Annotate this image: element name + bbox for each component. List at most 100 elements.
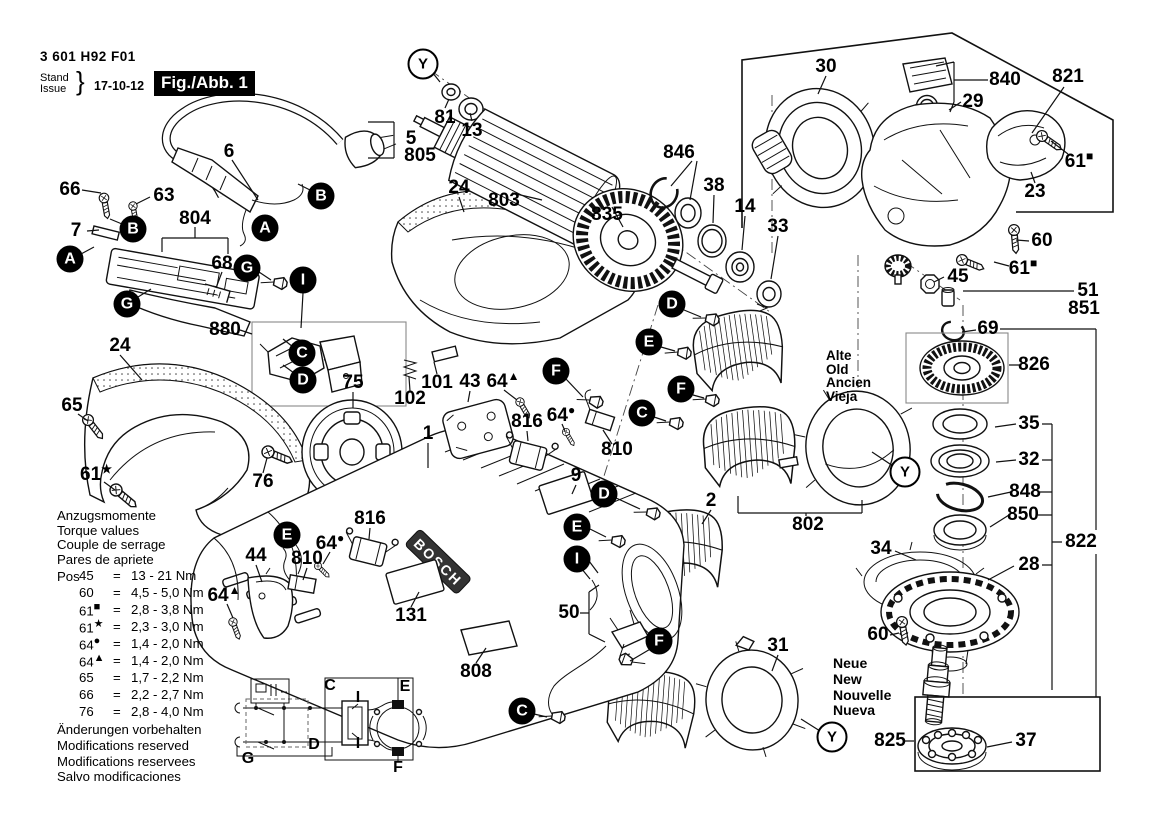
text-line: Modifications reserved [57, 737, 189, 753]
spring-102 [402, 359, 418, 380]
power-cord [161, 92, 397, 247]
issue-label: Issue [40, 83, 67, 95]
part-101 [431, 345, 459, 363]
text-line: Modifications reservees [57, 753, 196, 769]
wire-ref-badge-C: C [628, 399, 656, 427]
text-line: Ancien [826, 375, 872, 391]
part-label-35: 35 [1018, 413, 1040, 434]
part-label-60: 60 [867, 624, 889, 645]
group-box-826 [905, 332, 1009, 404]
wire-ref-badge-F: F [645, 627, 673, 655]
label-plate-808 [460, 620, 518, 656]
part-label-102: 102 [394, 388, 426, 409]
cover-23 [985, 109, 1066, 181]
torque-row: 65=1,7 - 2,2 Nm [79, 670, 204, 685]
part-label-880: 880 [209, 319, 241, 340]
wiring-schematic [234, 677, 427, 762]
armature [412, 83, 724, 294]
torque-row: 66=2,2 - 2,7 Nm [79, 687, 204, 702]
part-label-44: 44 [245, 545, 267, 566]
wire-ref-badge-G: G [113, 290, 141, 318]
plug [344, 130, 397, 169]
text-line: Vieja [826, 388, 858, 404]
part-label-31: 31 [767, 635, 789, 656]
spindle-nut [920, 274, 940, 294]
figure-label: Fig./Abb. 1 [154, 71, 255, 96]
part-label-64: 64▲ [486, 368, 520, 393]
leader-lines [77, 61, 1097, 748]
brush-plate-43 [442, 398, 514, 460]
wire-ref-badge-B: B [119, 215, 147, 243]
part-label-64: 64● [546, 402, 576, 427]
wire-to-c [548, 645, 607, 715]
schematic-letter-F: F [393, 759, 403, 776]
schematic-letter-G: G [241, 750, 255, 767]
torque-row: 60=4,5 - 5,0 Nm [79, 585, 204, 600]
assembly-ref-badge-Y: Y [889, 456, 921, 488]
ring-gear-826 [919, 340, 1005, 396]
wire-ref-badge-F: F [542, 357, 570, 385]
adjust-ring-30 [754, 87, 886, 209]
part-label-802: 802 [792, 514, 824, 535]
torque-row: 61■=2,8 - 3,8 Nm [79, 600, 204, 619]
wire-ref-badge-D: D [590, 480, 618, 508]
part-label-64: 64● [315, 530, 345, 555]
part-label-61: 61★ [80, 461, 112, 486]
stand-label: Stand [40, 72, 69, 84]
part-label-23: 23 [1024, 181, 1046, 202]
text-line: Alte [826, 348, 852, 363]
part-label-835: 835 [591, 204, 623, 225]
text-line: Salvo modificaciones [57, 769, 181, 785]
torque-row: 45=13 - 21 Nm [79, 568, 197, 583]
issue-date: 17-10-12 [94, 79, 145, 93]
wire-i [589, 579, 598, 611]
part-label-825: 825 [874, 730, 906, 751]
part-label-50: 50 [558, 602, 580, 623]
part-label-101: 101 [421, 372, 453, 393]
cover-flap-44 [247, 567, 294, 639]
label-plate-9 [538, 471, 594, 515]
side-handle [79, 363, 311, 540]
part-label-13: 13 [461, 120, 483, 141]
part-label-822: 822 [1065, 531, 1097, 552]
cord-grip [171, 147, 259, 214]
part-label-61: 61■ [1008, 255, 1038, 280]
gear-stack [855, 320, 1101, 772]
part-label-1: 1 [422, 423, 434, 444]
spindle [922, 644, 951, 726]
text-line: New [833, 670, 862, 687]
wire-ref-badge-I: I [563, 545, 591, 573]
part-label-826: 826 [1018, 354, 1050, 375]
brush-holder-816-upper [505, 431, 559, 471]
part-label-28: 28 [1018, 554, 1040, 575]
schematic-letter-C: C [324, 677, 336, 694]
part-label-6: 6 [223, 141, 235, 162]
part-label-81: 81 [434, 107, 456, 128]
part-label-45: 45 [947, 266, 969, 287]
part-label-63: 63 [153, 185, 175, 206]
text-line: Pares de apriete [57, 551, 154, 567]
part-label-69: 69 [977, 318, 999, 339]
module-front [327, 361, 363, 393]
label-plate-131 [385, 559, 445, 605]
part-label-816: 816 [354, 508, 386, 529]
wire-ref-badge-E: E [273, 521, 301, 549]
text-line: Neue [833, 655, 868, 671]
part-label-821: 821 [1052, 66, 1084, 87]
wire-ref-badge-D: D [289, 366, 317, 394]
part-label-75: 75 [342, 372, 364, 393]
text-line: Änderungen vorbehalten [57, 722, 202, 737]
part-label-43: 43 [459, 371, 481, 392]
gear-housing-group [741, 32, 1114, 307]
text-line: Old [826, 361, 849, 377]
part-label-60: 60 [1031, 230, 1053, 251]
shaft-rings [649, 177, 782, 335]
schematic-letter-I: I [355, 689, 361, 706]
part-label-840: 840 [989, 69, 1021, 90]
torque-row: 76=2,8 - 4,0 Nm [79, 704, 204, 719]
